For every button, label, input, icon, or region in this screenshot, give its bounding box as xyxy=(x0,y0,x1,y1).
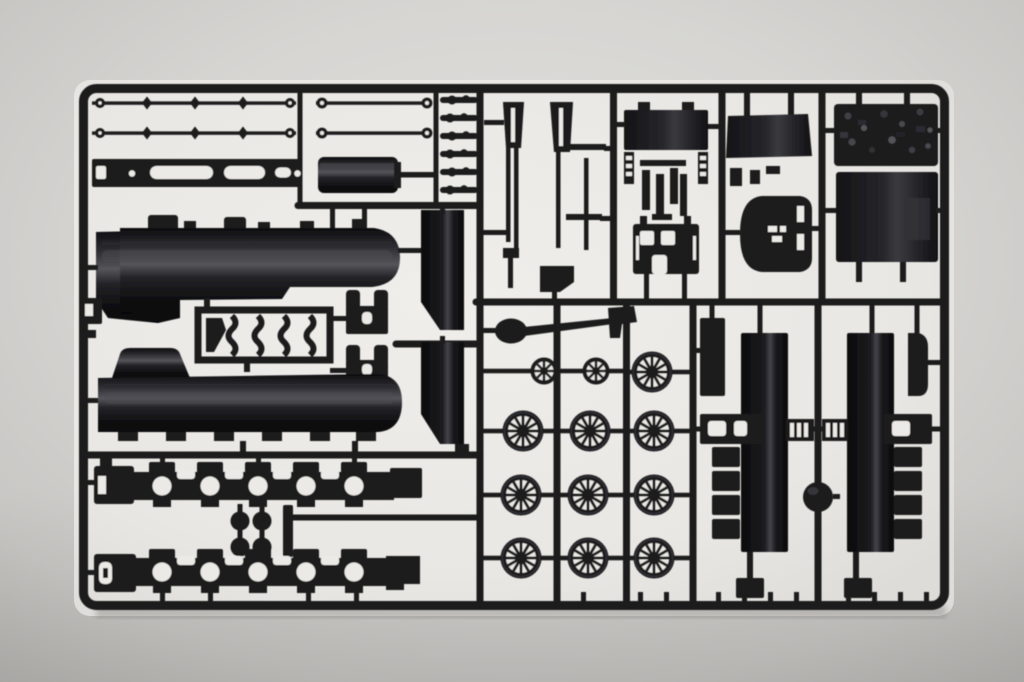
detail-knob-rods xyxy=(440,95,478,195)
sprue-frame xyxy=(79,84,949,610)
handrail-bottom-left xyxy=(92,126,296,140)
running-board xyxy=(92,159,302,187)
cab-front-wall xyxy=(633,216,699,300)
boiler-upper-half xyxy=(84,205,421,323)
cab-roof-flat xyxy=(726,92,812,158)
smokebox-lower-half xyxy=(421,336,469,452)
tender-side-frame-left xyxy=(736,333,788,598)
tender-door-rounded xyxy=(908,333,940,396)
tender-narrow-panel xyxy=(693,318,725,396)
valve-gear-right xyxy=(540,102,614,302)
cab-rear-wall xyxy=(613,102,722,150)
tender-floor-panel xyxy=(822,172,944,282)
coupling-rod-long xyxy=(283,505,478,557)
roof-small-parts xyxy=(730,166,780,186)
smokebox-door-disc xyxy=(803,482,840,512)
cab-brackets xyxy=(640,160,687,220)
left-rail-bracket xyxy=(80,298,102,338)
axle-box-stack-right xyxy=(894,447,922,539)
fork-bracket-1 xyxy=(330,290,388,334)
handrail-top-right xyxy=(316,97,433,109)
cab-ladders xyxy=(624,152,708,184)
handrail-rods xyxy=(92,96,433,140)
handrail-bottom-right xyxy=(316,127,433,139)
boiler-lower-half xyxy=(84,348,402,455)
angle-bracket xyxy=(608,306,637,338)
slotted-footplate-left xyxy=(700,414,764,444)
cab-roof-curved xyxy=(722,196,822,272)
coal-texture xyxy=(840,108,933,154)
chassis-frame-front xyxy=(84,452,422,507)
chassis-frame-rear xyxy=(84,549,420,603)
steam-cylinder xyxy=(318,157,434,193)
ladder-strip-left xyxy=(786,419,814,441)
coal-load xyxy=(822,92,944,166)
smokebox-upper-half xyxy=(421,205,464,330)
tender-side-frame-right xyxy=(844,333,894,598)
connecting-rod xyxy=(480,318,613,344)
leaf-spring-frame xyxy=(194,298,334,372)
handrail-top-left xyxy=(92,96,296,110)
ladder-strip-right xyxy=(822,419,848,441)
slotted-footplate-right xyxy=(884,414,932,444)
wheel-grid xyxy=(483,350,690,580)
axle-box-stack-left xyxy=(712,447,740,539)
sprue-runners xyxy=(82,86,946,608)
valve-gear-left xyxy=(480,102,524,288)
